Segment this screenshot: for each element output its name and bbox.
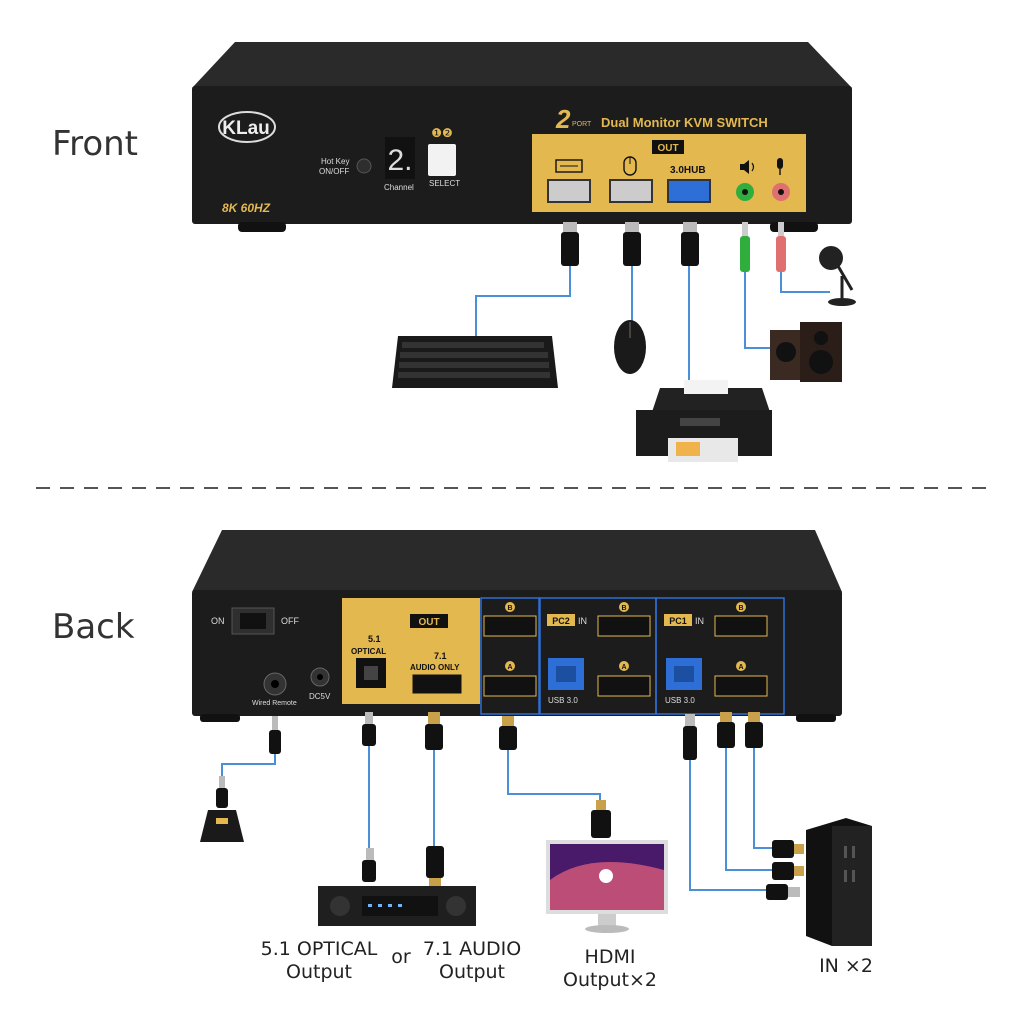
out-b-label: B [507, 605, 512, 612]
hub-label: 3.0HUB [670, 165, 706, 176]
audio-caption-line2: Output [439, 961, 505, 983]
hotkey-button[interactable] [356, 158, 372, 174]
audio-label: AUDIO ONLY [410, 663, 460, 672]
hdmi-caption-line2: Output×2 [562, 969, 657, 991]
power-off-label: OFF [281, 616, 299, 626]
hdmi-caption-line1: HDMI [584, 946, 636, 968]
audio-caption: 7.1 AUDIO Output [416, 938, 528, 984]
audio-hdmi-port[interactable] [411, 673, 463, 695]
pc1-hdmi-b-port[interactable] [714, 615, 768, 637]
wired-remote-label: Wired Remote [252, 700, 297, 707]
keyboard-plug [561, 232, 579, 266]
channel-display [385, 137, 415, 179]
back-out-badge [410, 614, 448, 628]
select-button[interactable] [428, 144, 456, 176]
front-foot-left [238, 222, 286, 232]
av-receiver-device [318, 846, 476, 926]
monitor-device [546, 800, 668, 933]
out-hdmi-a-port[interactable] [483, 675, 537, 697]
out-a-label: A [507, 664, 512, 671]
audio-num: 7.1 [434, 651, 447, 661]
channel-label: Channel [384, 183, 414, 192]
apple-icon [599, 869, 613, 883]
pc2-in-label: IN [578, 616, 587, 626]
front-plugs [561, 222, 786, 272]
pc1-badge-text: PC1 [669, 616, 687, 626]
front-device: KLau 8K 60HZ Hot Key ON/OFF 2. Channel ❶… [192, 42, 852, 232]
pc1-a-label: A [738, 664, 743, 671]
back-label: Back [52, 607, 135, 647]
mouse-device [614, 320, 646, 374]
channel-digit: 2. [387, 144, 412, 177]
front-out-text: OUT [657, 143, 678, 154]
pc1-usb-label: USB 3.0 [665, 696, 695, 705]
speaker-icon [740, 160, 755, 174]
pc2-badge-text: PC2 [552, 616, 570, 626]
pc2-hdmi-a-port[interactable] [597, 675, 651, 697]
product-port-number: 2 [555, 104, 571, 134]
mouse-icon [623, 156, 637, 176]
pc2-hdmi-b-port[interactable] [597, 615, 651, 637]
front-foot-right [770, 222, 818, 232]
audio-caption-line1: 7.1 AUDIO [422, 938, 522, 960]
usb3-hub-port[interactable] [667, 179, 711, 203]
brand-logo [218, 111, 276, 143]
pc1-b-label: B [738, 605, 743, 612]
back-plugs [269, 712, 763, 760]
back-cables [221, 746, 774, 891]
pc2-b-label: B [621, 605, 626, 612]
wired-remote-device [200, 776, 244, 842]
microphone-icon [777, 158, 783, 175]
pc1-in-label: IN [695, 616, 704, 626]
mic-plug [776, 236, 786, 272]
printer-plug [681, 232, 699, 266]
pc2-badge [547, 614, 575, 626]
microphone-device [819, 246, 856, 306]
product-port-word: PORT [572, 121, 592, 128]
optical-caption-line2: Output [286, 961, 352, 983]
or-caption: or [391, 946, 411, 968]
front-label: Front [52, 124, 138, 164]
front-out-badge [652, 140, 684, 154]
pc2-a-label: A [621, 664, 626, 671]
optical-label: OPTICAL [351, 647, 386, 656]
keyboard-icon [555, 159, 583, 173]
back-device: ON OFF Wired Remote DC5V OUT 5.1 OPTICAL… [192, 530, 842, 722]
product-title: Dual Monitor KVM SWITCH [601, 115, 768, 130]
usb-mouse-port[interactable] [609, 179, 653, 203]
brand-text: KLau [222, 118, 270, 139]
speakers-device [770, 322, 842, 382]
pc1-hdmi-a-port[interactable] [714, 675, 768, 697]
select-label: SELECT [429, 179, 460, 188]
optical-caption: 5.1 OPTICAL Output [256, 938, 382, 984]
pc1-badge [664, 614, 692, 626]
mouse-plug [623, 232, 641, 266]
output-group [480, 597, 540, 715]
hotkey-label-1: Hot Key [321, 157, 349, 166]
hotkey-label-2: ON/OFF [319, 167, 349, 176]
select-numbers: ❶❷ [431, 126, 453, 140]
hdmi-caption: HDMI Output×2 [554, 946, 666, 992]
in-caption: IN ×2 [819, 955, 873, 977]
optical-caption-line1: 5.1 OPTICAL [260, 938, 378, 960]
out-hdmi-b-port[interactable] [483, 615, 537, 637]
keyboard-device [392, 336, 558, 388]
back-out-text: OUT [418, 617, 439, 628]
front-cables [475, 266, 830, 396]
printer-device [636, 380, 772, 462]
usb-keyboard-port[interactable] [547, 179, 591, 203]
resolution-label: 8K 60HZ [222, 201, 271, 215]
pc-tower-device [766, 818, 872, 946]
dc-label: DC5V [309, 692, 331, 701]
optical-num: 5.1 [368, 634, 381, 644]
pc2-usb-label: USB 3.0 [548, 696, 578, 705]
speaker-plug [740, 236, 750, 272]
power-on-label: ON [211, 616, 225, 626]
